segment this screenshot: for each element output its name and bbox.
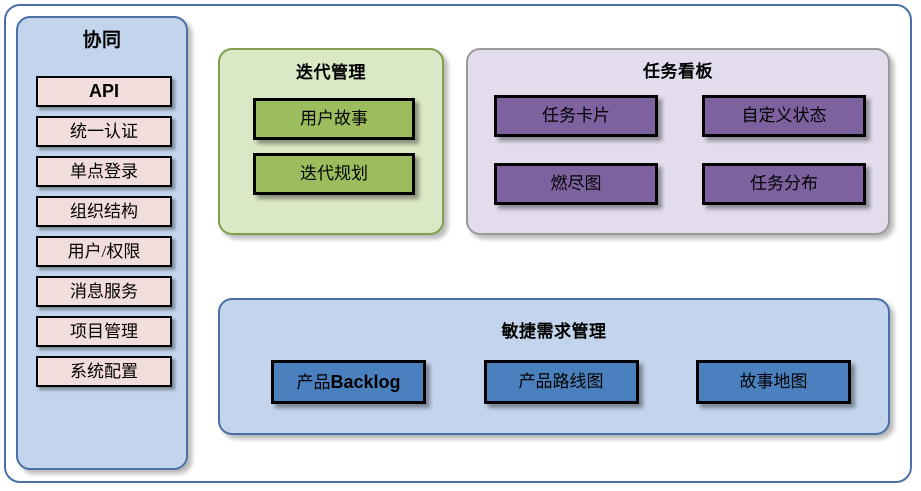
- agile-requirement-panel[interactable]: 敏捷需求管理 产品Backlog 产品路线图 故事地图: [218, 298, 890, 435]
- collaboration-item-system-config[interactable]: 系统配置: [36, 356, 172, 387]
- collaboration-panel[interactable]: 协同 API 统一认证 单点登录 组织结构 用户/权限 消息服务 项目管理 系统…: [16, 16, 188, 470]
- collaboration-panel-title: 协同: [82, 30, 122, 51]
- iteration-tile-list: 用户故事 迭代规划: [253, 98, 415, 195]
- iteration-tile-user-story[interactable]: 用户故事: [253, 98, 415, 140]
- collaboration-item-project-management[interactable]: 项目管理: [36, 316, 172, 347]
- task-board-tile-grid: 任务卡片 自定义状态 燃尽图 任务分布: [494, 95, 866, 205]
- agile-requirement-title: 敏捷需求管理: [501, 322, 607, 341]
- iteration-management-panel[interactable]: 迭代管理 用户故事 迭代规划: [218, 48, 444, 235]
- agile-tile-story-map[interactable]: 故事地图: [696, 360, 851, 404]
- task-board-tile-custom-status[interactable]: 自定义状态: [702, 95, 866, 137]
- iteration-management-title: 迭代管理: [296, 63, 366, 82]
- task-board-tile-burndown-chart[interactable]: 燃尽图: [494, 163, 658, 205]
- collaboration-item-unified-auth[interactable]: 统一认证: [36, 116, 172, 147]
- task-board-title: 任务看板: [643, 62, 713, 81]
- collaboration-item-message-service[interactable]: 消息服务: [36, 276, 172, 307]
- task-board-tile-task-distribution[interactable]: 任务分布: [702, 163, 866, 205]
- collaboration-item-list: API 统一认证 单点登录 组织结构 用户/权限 消息服务 项目管理 系统配置: [36, 76, 172, 387]
- collaboration-item-user-permission[interactable]: 用户/权限: [36, 236, 172, 267]
- task-board-tile-task-card[interactable]: 任务卡片: [494, 95, 658, 137]
- iteration-tile-sprint-planning[interactable]: 迭代规划: [253, 153, 415, 195]
- collaboration-item-sso[interactable]: 单点登录: [36, 156, 172, 187]
- agile-tile-product-backlog[interactable]: 产品Backlog: [271, 360, 426, 404]
- agile-tile-row: 产品Backlog 产品路线图 故事地图: [271, 360, 851, 404]
- collaboration-item-org-structure[interactable]: 组织结构: [36, 196, 172, 227]
- collaboration-item-api[interactable]: API: [36, 76, 172, 107]
- agile-tile-product-roadmap[interactable]: 产品路线图: [483, 360, 639, 404]
- task-board-panel[interactable]: 任务看板 任务卡片 自定义状态 燃尽图 任务分布: [466, 48, 890, 235]
